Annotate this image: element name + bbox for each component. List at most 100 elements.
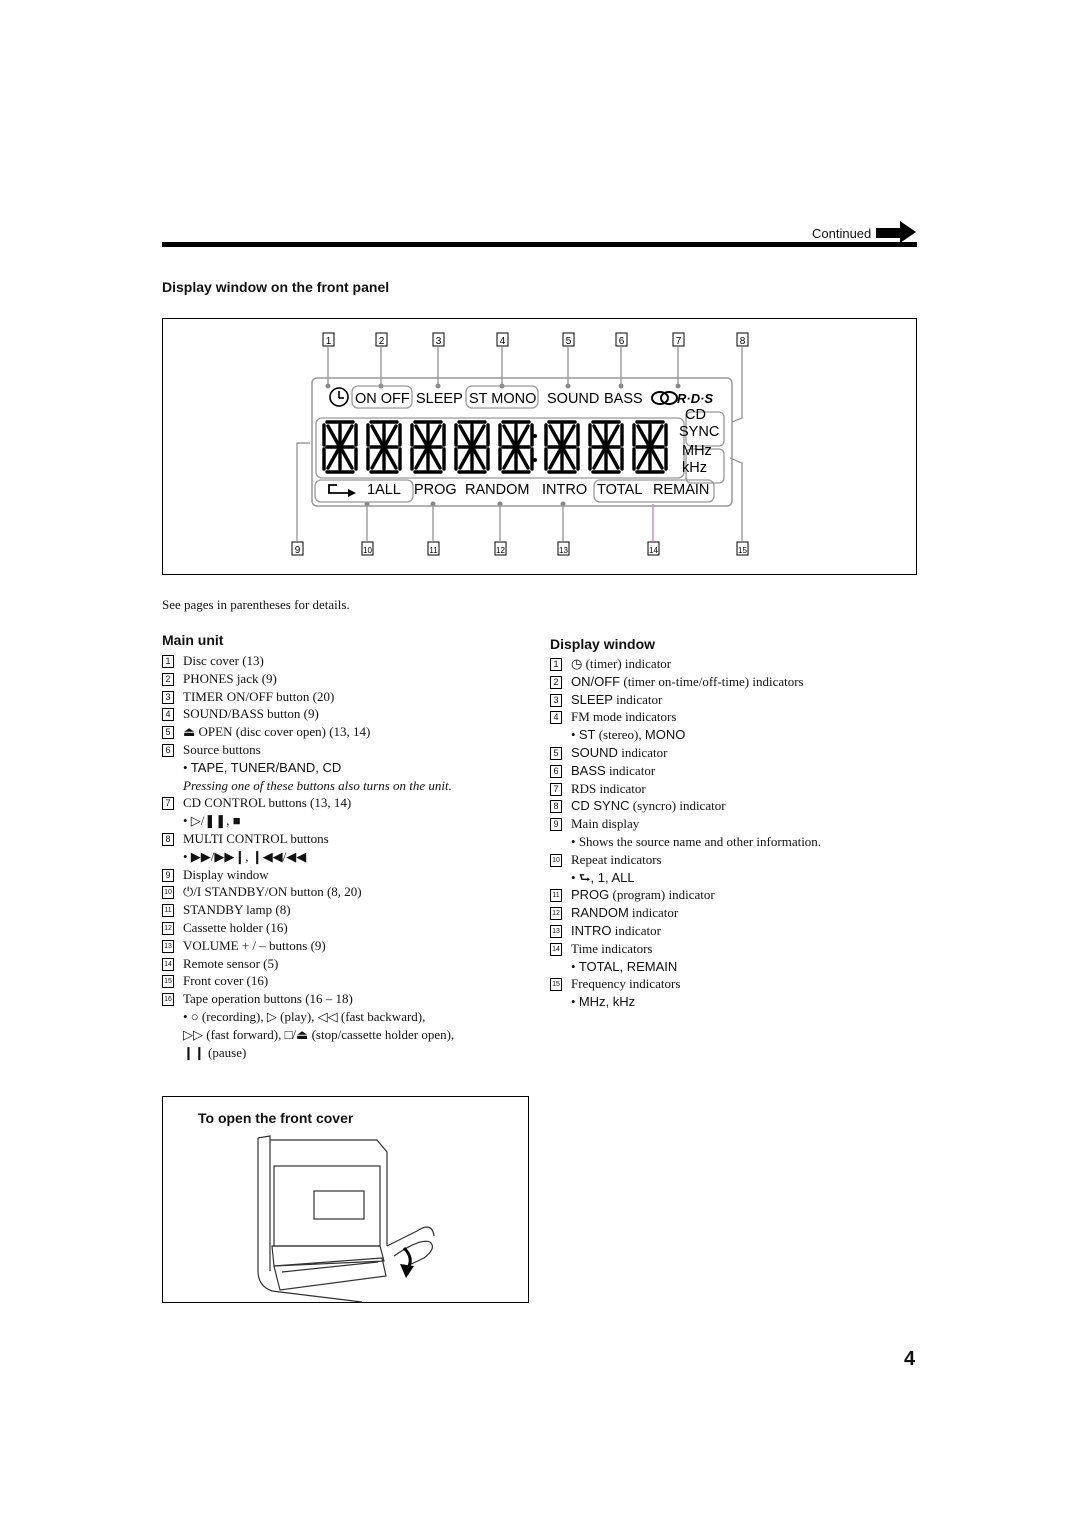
list-sub: • TOTAL, REMAIN — [571, 958, 678, 974]
list-item: 1◷ (timer) indicator — [550, 655, 920, 673]
callout-7: 7 — [676, 336, 682, 347]
callout-9: 9 — [295, 545, 301, 556]
page-number: 4 — [904, 1348, 916, 1370]
lcd-total: TOTAL — [597, 482, 642, 498]
lcd-bass: BASS — [604, 391, 643, 407]
header-rule — [162, 242, 917, 247]
lcd-digit — [454, 420, 490, 474]
lcd-digit — [498, 420, 534, 474]
tape-ops-line3: ❙❙ (pause) — [183, 1044, 247, 1060]
callout-15: 15 — [738, 546, 747, 555]
display-panel-frame — [162, 318, 917, 575]
list-sub: • ST (stereo), MONO — [571, 727, 686, 743]
lcd-mhz: MHz — [682, 443, 712, 459]
callout-3: 3 — [436, 336, 442, 347]
lcd-st-mono: ST MONO — [469, 391, 536, 407]
continue-arrow-icon — [876, 221, 916, 243]
panel-section-title: Display window on the front panel — [162, 279, 390, 295]
list-note: Pressing one of these buttons also turns… — [183, 777, 452, 793]
callout-8: 8 — [740, 336, 746, 347]
list-sub: • MHz, kHz — [571, 994, 636, 1010]
lcd-digit — [588, 420, 624, 474]
lcd-on-off: ON OFF — [355, 391, 410, 407]
lcd-digit — [632, 420, 668, 474]
timer-icon — [329, 387, 349, 407]
standby-icon: ⏻/I — [183, 884, 205, 900]
lcd-random: RANDOM — [465, 482, 529, 498]
lcd-digit — [410, 420, 446, 474]
lcd-1all: 1ALL — [367, 482, 401, 498]
tape-ops-line1: • ○ (recording), ▷ (play), ◁◁ (fast back… — [183, 1008, 426, 1024]
lcd-digit — [366, 420, 402, 474]
multi-control-icons: • ▶▶/▶▶❙, ❙◀◀/◀◀ — [183, 848, 307, 864]
lcd-khz: kHz — [682, 460, 707, 476]
lcd-display-diagram: 1 2 3 4 5 6 7 8 9 10 11 12 13 14 15 — [291, 332, 749, 556]
see-pages-note: See pages in parentheses for details. — [162, 597, 350, 612]
lcd-prog: PROG — [414, 482, 457, 498]
lcd-sound: SOUND — [547, 391, 599, 407]
callout-6: 6 — [619, 336, 625, 347]
front-cover-title: To open the front cover — [198, 1110, 354, 1126]
lcd-sleep: SLEEP — [416, 391, 463, 407]
lcd-rds: R·D·S — [677, 391, 713, 406]
callout-13: 13 — [559, 546, 568, 555]
callout-12: 12 — [496, 546, 505, 555]
callout-5: 5 — [566, 336, 572, 347]
lcd-cd: CD — [685, 407, 706, 423]
callout-10: 10 — [363, 546, 372, 555]
callout-11: 11 — [429, 546, 438, 555]
lcd-digit — [322, 420, 358, 474]
lcd-intro: INTRO — [542, 482, 587, 498]
cd-control-icons: • ▷/❚❚, ■ — [183, 813, 241, 829]
lcd-sync: SYNC — [679, 424, 719, 440]
list-item: 10⏻/I STANDBY/ON button (8, 20) — [162, 883, 532, 901]
callout-1: 1 — [326, 336, 332, 347]
timer-small-icon: ◷ — [571, 656, 586, 671]
repeat-icon — [328, 484, 356, 497]
continued-label: Continued — [812, 226, 872, 241]
eject-icon: ⏏ — [183, 724, 199, 740]
lcd-remain: REMAIN — [653, 482, 709, 498]
callout-2: 2 — [379, 336, 385, 347]
lcd-digit — [544, 420, 580, 474]
main-display-digits — [322, 420, 668, 474]
cd-logo-icon — [651, 391, 678, 405]
list-sub: • ⮑, 1, ALL — [571, 869, 635, 885]
list-sub: • TAPE, TUNER/BAND, CD — [183, 759, 342, 775]
list-item: 5⏏ OPEN (disc cover open) (13, 14) — [162, 723, 532, 741]
callout-14: 14 — [649, 546, 658, 555]
tape-ops-line2: ▷▷ (fast forward), □/⏏ (stop/cassette ho… — [183, 1026, 455, 1042]
list-sub: • Shows the source name and other inform… — [571, 833, 822, 849]
front-cover-box — [162, 1096, 529, 1303]
callout-4: 4 — [500, 336, 506, 347]
